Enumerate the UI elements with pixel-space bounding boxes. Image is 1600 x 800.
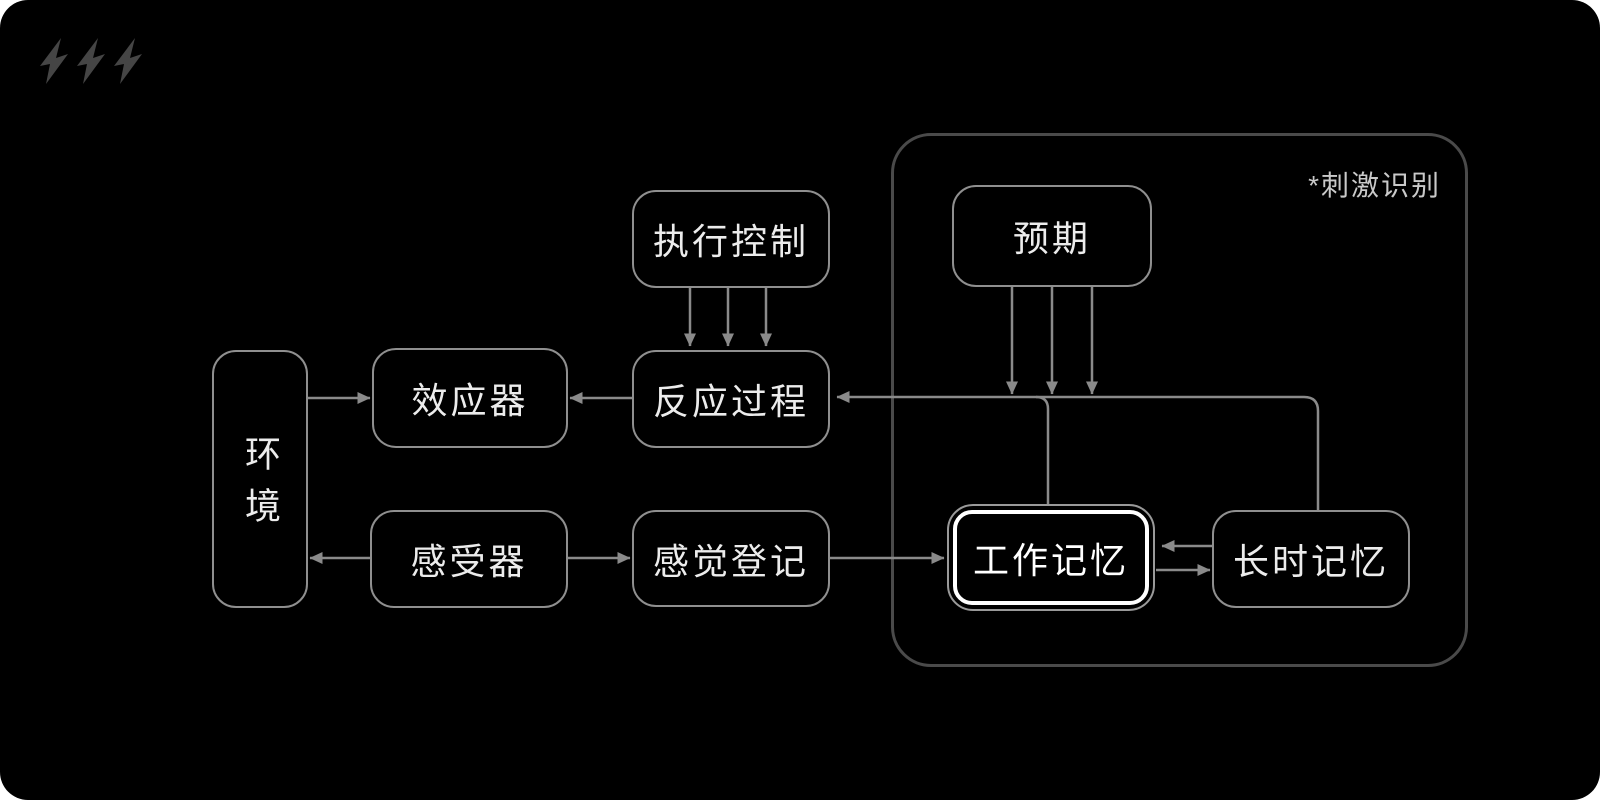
node-effector-label: 效应器: [411, 380, 529, 421]
node-environment-label: 环境: [240, 435, 281, 539]
node-long-term-memory: 长时记忆: [1212, 510, 1410, 608]
node-executive-control-label: 执行控制: [652, 221, 809, 262]
node-expectation-label: 预期: [1012, 218, 1091, 259]
stimulus-recognition-label: *刺激识别: [1308, 170, 1441, 201]
node-response-process-label: 反应过程: [652, 381, 809, 422]
lightning-bolt-icon: [40, 38, 68, 84]
node-sensory-register-label: 感觉登记: [652, 540, 809, 582]
node-effector: 效应器: [372, 348, 568, 448]
lightning-bolts: [40, 38, 142, 84]
lightning-bolt-icon: [114, 38, 142, 84]
node-long-term-memory-label: 长时记忆: [1232, 541, 1389, 582]
node-working-memory: 工作记忆: [947, 504, 1155, 611]
lightning-bolt-icon: [77, 38, 105, 84]
node-executive-control: 执行控制: [632, 190, 830, 288]
node-sensory-register: 感觉登记: [632, 510, 830, 607]
node-working-memory-label: 工作记忆: [972, 539, 1129, 581]
node-expectation: 预期: [952, 185, 1152, 287]
node-receptor-label: 感受器: [410, 541, 528, 582]
node-response-process: 反应过程: [632, 350, 830, 448]
node-environment: 环境: [212, 350, 308, 608]
node-receptor: 感受器: [370, 510, 568, 608]
